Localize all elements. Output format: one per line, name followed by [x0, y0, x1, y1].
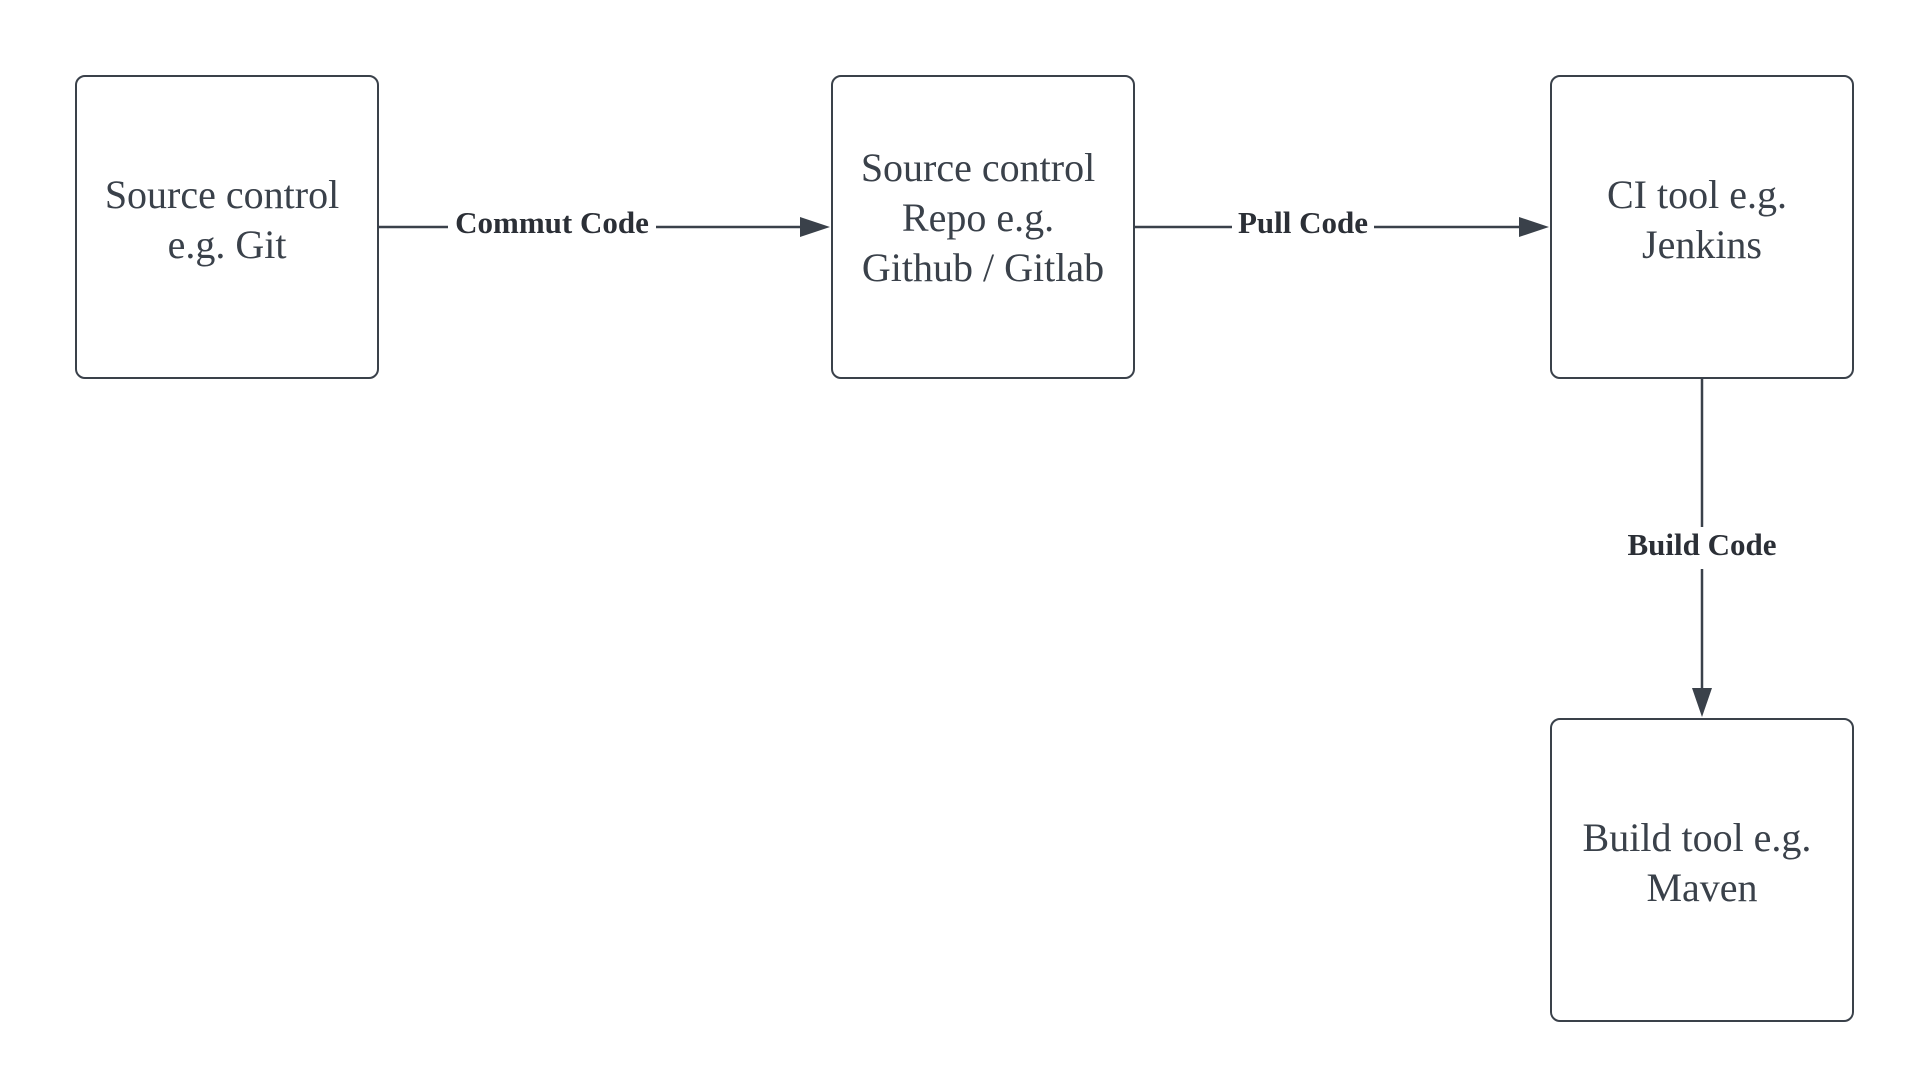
node-build-tool-line-1: Build tool e.g.: [1583, 815, 1812, 860]
edge-commit-code-label-bg: [448, 203, 656, 245]
node-build-tool-box: [1550, 718, 1854, 1022]
node-source-control-label: Source control e.g. Git: [105, 172, 349, 267]
edge-build-code[interactable]: Build Code: [1617, 379, 1787, 717]
node-source-control[interactable]: Source control e.g. Git: [75, 75, 379, 379]
node-source-repo-label: Source control Repo e.g. Github / Gitlab: [861, 145, 1105, 290]
node-source-repo[interactable]: Source control Repo e.g. Github / Gitlab: [831, 75, 1135, 379]
node-ci-tool-label: CI tool e.g. Jenkins: [1607, 172, 1797, 267]
node-source-control-box: [75, 75, 379, 379]
node-source-control-line-1: Source control: [105, 172, 339, 217]
node-source-repo-line-2: Repo e.g.: [902, 195, 1054, 240]
node-build-tool[interactable]: Build tool e.g. Maven: [1550, 718, 1854, 1022]
node-source-repo-box: [831, 75, 1135, 379]
node-ci-tool[interactable]: CI tool e.g. Jenkins: [1550, 75, 1854, 379]
node-source-control-line-2: e.g. Git: [168, 222, 287, 267]
edge-commit-code-arrowhead: [800, 217, 830, 237]
edge-pull-code-arrowhead: [1519, 217, 1549, 237]
node-ci-tool-box: [1550, 75, 1854, 379]
node-ci-tool-line-2: Jenkins: [1642, 222, 1762, 267]
node-source-repo-line-1: Source control: [861, 145, 1095, 190]
edge-pull-code-label: Pull Code: [1238, 205, 1368, 240]
edge-build-code-label-bg: [1617, 527, 1787, 569]
node-source-repo-line-3: Github / Gitlab: [862, 245, 1104, 290]
node-ci-tool-line-1: CI tool e.g.: [1607, 172, 1787, 217]
edge-pull-code-label-bg: [1232, 203, 1374, 245]
edge-build-code-label: Build Code: [1627, 527, 1776, 562]
edge-build-code-arrowhead: [1692, 688, 1712, 717]
edge-commit-code-label: Commut Code: [455, 205, 649, 240]
edge-pull-code[interactable]: Pull Code: [1135, 203, 1549, 245]
node-build-tool-line-2: Maven: [1646, 865, 1757, 910]
edge-commit-code[interactable]: Commut Code: [379, 203, 830, 245]
node-build-tool-label: Build tool e.g. Maven: [1583, 815, 1822, 910]
